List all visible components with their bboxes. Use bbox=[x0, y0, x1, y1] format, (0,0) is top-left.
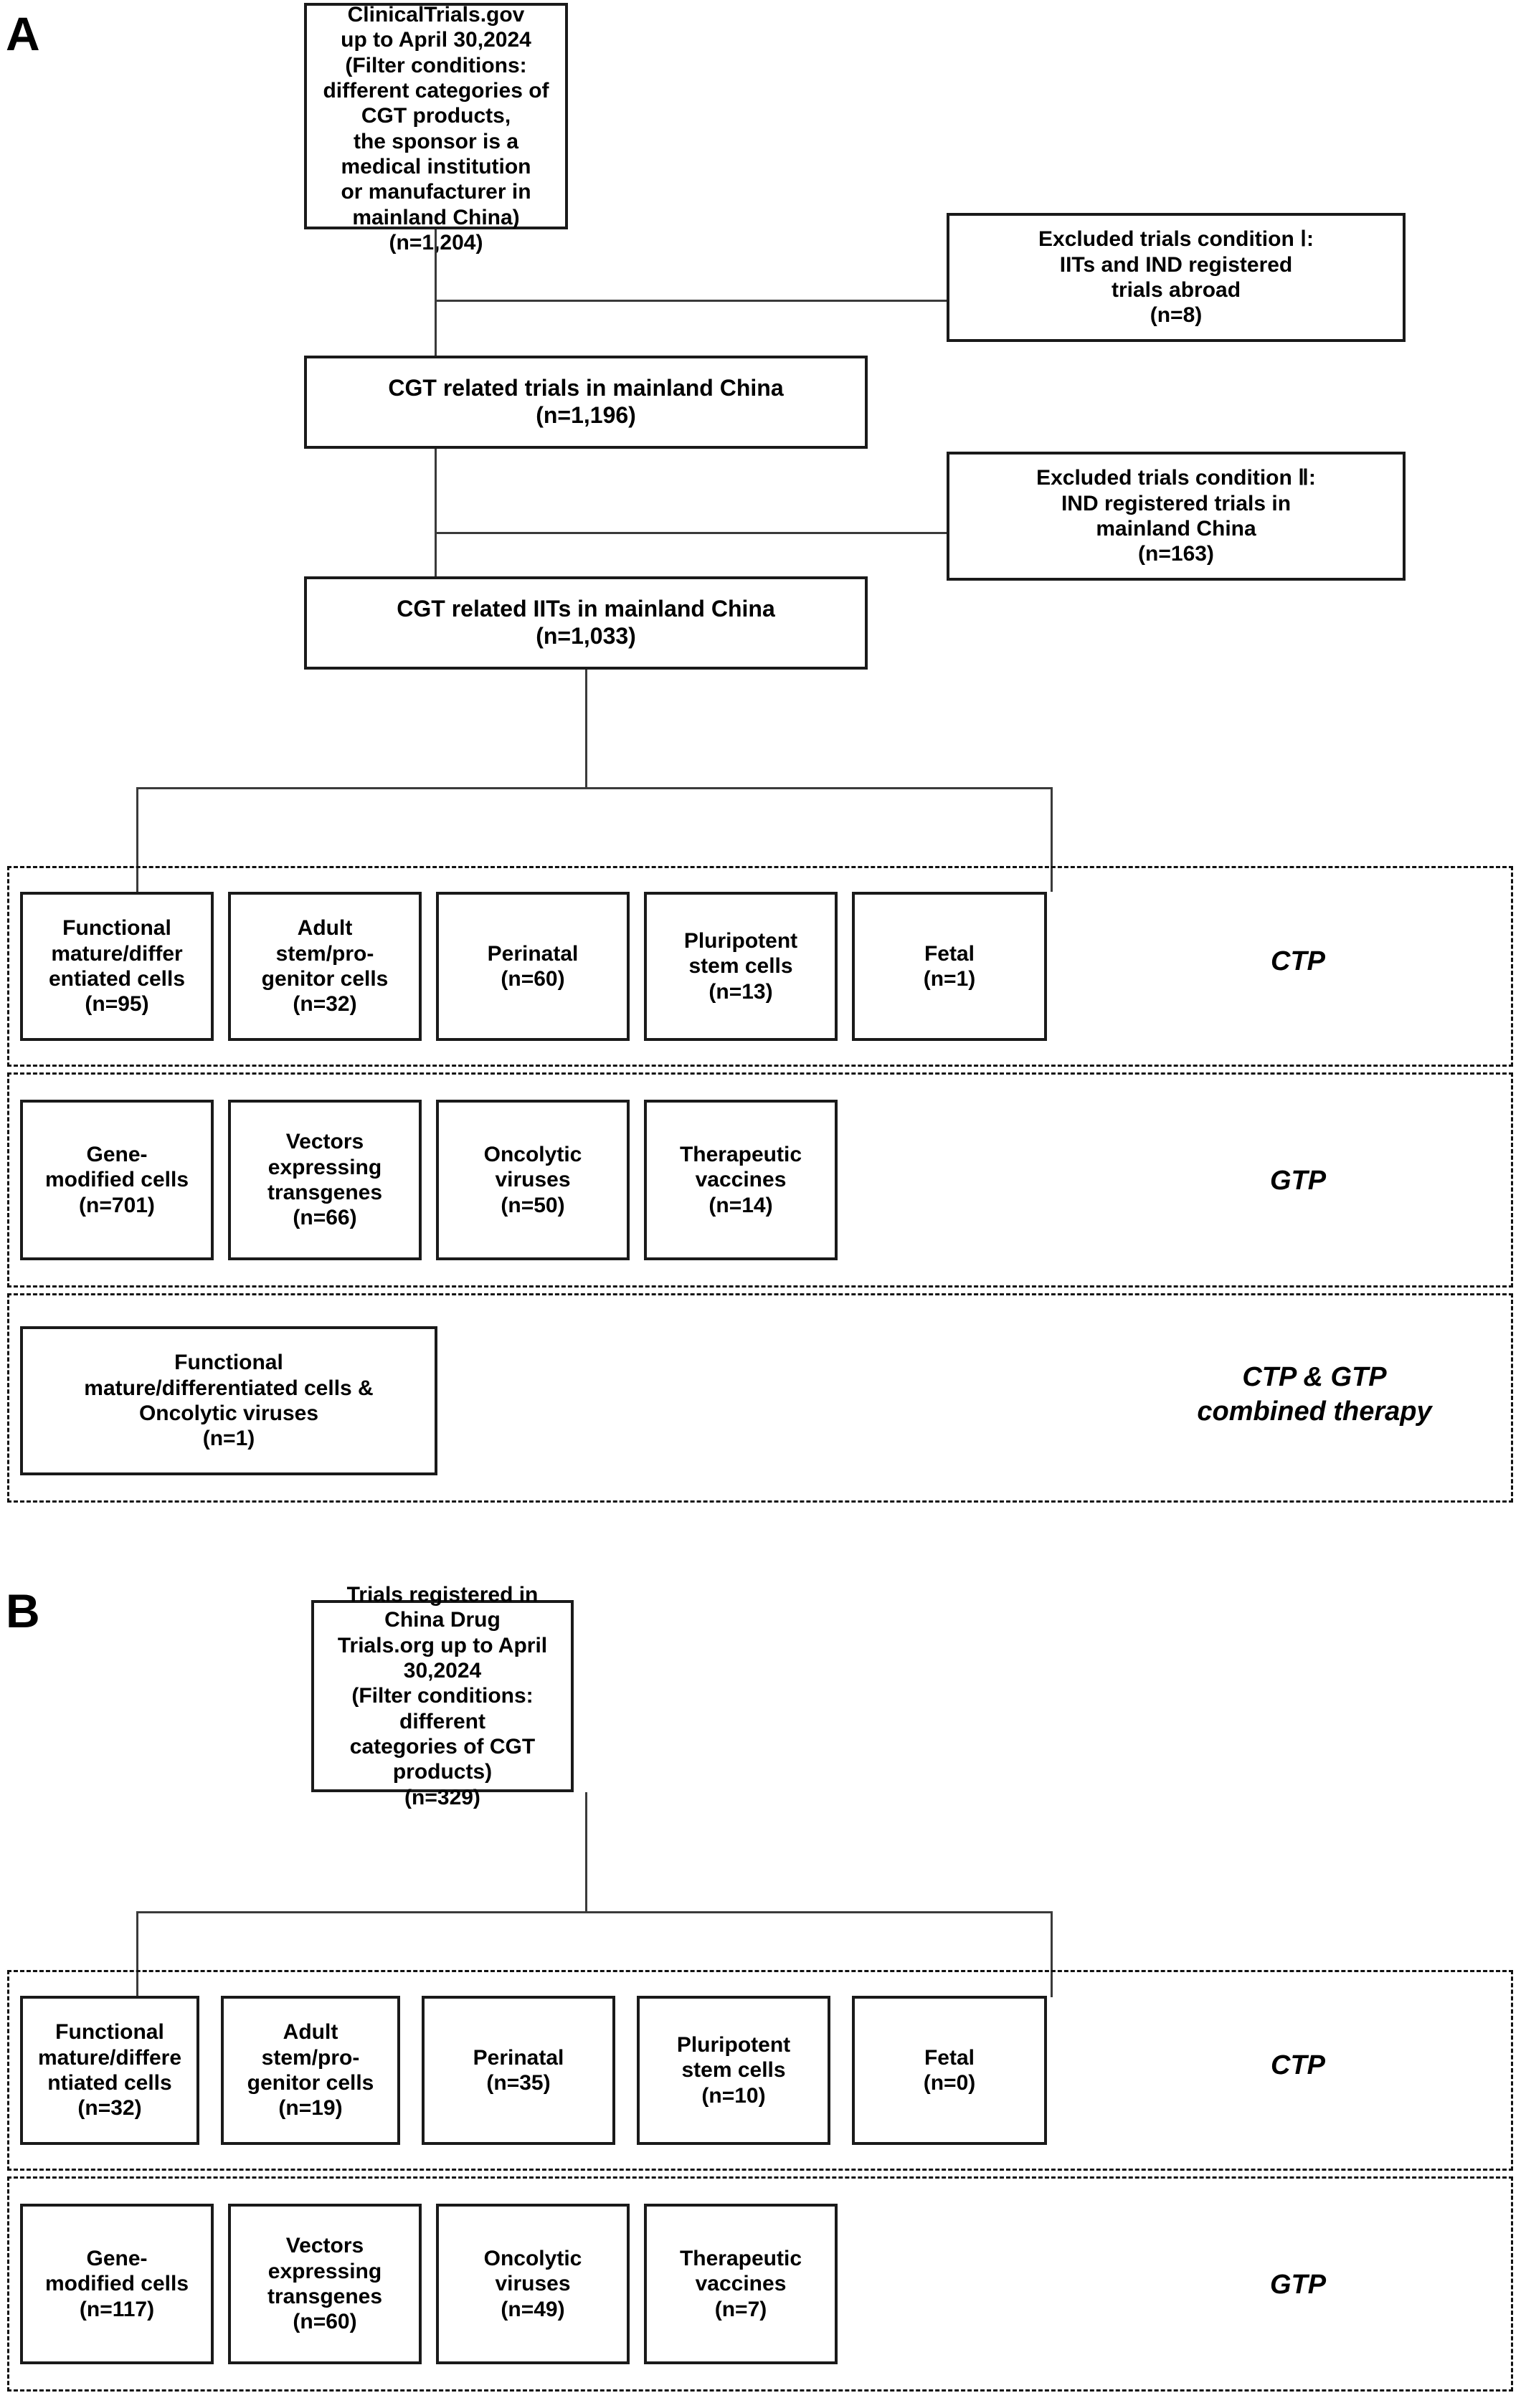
panel-a-ctp-item-3-label: Pluripotent stem cells (n=13) bbox=[683, 928, 798, 1004]
connector-a-step1-to-step2 bbox=[435, 449, 437, 576]
panel-a-gtp-item-1: Vectors expressing transgenes (n=66) bbox=[228, 1100, 422, 1260]
connector-a-split-right-drop bbox=[1051, 787, 1053, 892]
connector-a-split-bar bbox=[136, 787, 1053, 789]
panel-b-ctp-item-4: Fetal (n=0) bbox=[852, 1996, 1047, 2145]
panel-label-b: B bbox=[6, 1584, 40, 1637]
panel-b-gtp-item-2: Oncolytic viruses (n=49) bbox=[436, 2204, 630, 2364]
panel-a-ctp-item-1-label: Adult stem/pro- genitor cells (n=32) bbox=[261, 916, 389, 1017]
panel-b-gtp-item-1: Vectors expressing transgenes (n=60) bbox=[228, 2204, 422, 2364]
panel-label-a: A bbox=[6, 7, 40, 60]
panel-b-gtp-item-0-label: Gene- modified cells (n=117) bbox=[44, 2246, 189, 2321]
panel-b-ctp-item-4-label: Fetal (n=0) bbox=[923, 2045, 976, 2095]
panel-a-ctp-item-2: Perinatal (n=60) bbox=[436, 892, 630, 1041]
panel-b-ctp-item-2-label: Perinatal (n=35) bbox=[473, 2045, 564, 2095]
connector-a-source-to-step1 bbox=[435, 229, 437, 356]
panel-a-step-text-2: CGT related IITs in mainland China (n=1,… bbox=[397, 596, 775, 649]
panel-a-group-label-ctp: CTP bbox=[1271, 946, 1325, 976]
panel-b-gtp-item-1-label: Vectors expressing transgenes (n=60) bbox=[267, 2234, 383, 2334]
panel-a-step-box-2: CGT related IITs in mainland China (n=1,… bbox=[304, 576, 868, 670]
panel-a-gtp-item-3-label: Therapeutic vaccines (n=14) bbox=[679, 1142, 802, 1217]
panel-a-ctp-item-3: Pluripotent stem cells (n=13) bbox=[644, 892, 838, 1041]
panel-a-group-label-gtp: GTP bbox=[1269, 1166, 1327, 1196]
panel-a-gtp-item-3: Therapeutic vaccines (n=14) bbox=[644, 1100, 838, 1260]
panel-a-ctp-item-0: Functional mature/differ entiated cells … bbox=[20, 892, 214, 1041]
panel-a-gtp-item-2-label: Oncolytic viruses (n=50) bbox=[483, 1142, 582, 1217]
panel-a-exclusion-box-2: Excluded trials condition Ⅱ: IND registe… bbox=[947, 452, 1406, 581]
panel-b-gtp-item-2-label: Oncolytic viruses (n=49) bbox=[483, 2246, 582, 2321]
panel-a-gtp-item-0-label: Gene- modified cells (n=701) bbox=[44, 1142, 189, 1217]
panel-a-group-ctp bbox=[7, 866, 1513, 1067]
connector-a-exclusion-1-branch bbox=[435, 300, 947, 302]
panel-b-gtp-item-3: Therapeutic vaccines (n=7) bbox=[644, 2204, 838, 2364]
panel-a-ctp-item-4-label: Fetal (n=1) bbox=[923, 941, 976, 991]
panel-b-ctp-item-2: Perinatal (n=35) bbox=[422, 1996, 615, 2145]
panel-a-exclusion-text-1: Excluded trials condition Ⅰ: IITs and IN… bbox=[1038, 227, 1314, 328]
connector-a-split-left-drop bbox=[136, 787, 138, 892]
panel-b-gtp-item-0: Gene- modified cells (n=117) bbox=[20, 2204, 214, 2364]
panel-a-source-text: Trials registered in ClinicalTrials.gov … bbox=[323, 0, 549, 254]
panel-b-ctp-item-0: Functional mature/differe ntiated cells … bbox=[20, 1996, 199, 2145]
panel-b-group-ctp bbox=[7, 1970, 1513, 2171]
panel-b-group-label-gtp: GTP bbox=[1269, 2270, 1327, 2300]
panel-a-ctp-item-2-label: Perinatal (n=60) bbox=[487, 941, 579, 991]
panel-a-group-label-combined: CTP & GTP combined therapy bbox=[1197, 1362, 1432, 1427]
connector-a-exclusion-2-branch bbox=[435, 532, 947, 534]
panel-a-ctp-item-1: Adult stem/pro- genitor cells (n=32) bbox=[228, 892, 422, 1041]
panel-b-source-text: Trials registered in China Drug Trials.o… bbox=[337, 1582, 548, 1809]
panel-a-group-gtp bbox=[7, 1072, 1513, 1288]
panel-b-gtp-item-3-label: Therapeutic vaccines (n=7) bbox=[679, 2246, 802, 2321]
connector-b-split-right-drop bbox=[1051, 1911, 1053, 1997]
panel-b-ctp-item-3: Pluripotent stem cells (n=10) bbox=[637, 1996, 830, 2145]
panel-b-ctp-item-1-label: Adult stem/pro- genitor cells (n=19) bbox=[247, 2020, 374, 2121]
panel-a-step-text-1: CGT related trials in mainland China (n=… bbox=[388, 375, 784, 428]
panel-a-step-box-1: CGT related trials in mainland China (n=… bbox=[304, 356, 868, 449]
panel-b-group-gtp bbox=[7, 2176, 1513, 2392]
panel-a-gtp-item-2: Oncolytic viruses (n=50) bbox=[436, 1100, 630, 1260]
connector-b-split-left-drop bbox=[136, 1911, 138, 1997]
panel-a-group-combined bbox=[7, 1293, 1513, 1503]
panel-a-gtp-item-1-label: Vectors expressing transgenes (n=66) bbox=[267, 1130, 383, 1230]
connector-b-split-bar bbox=[136, 1911, 1053, 1913]
panel-a-combined-item-0-label: Functional mature/differentiated cells &… bbox=[84, 1351, 374, 1451]
panel-a-source-box: Trials registered in ClinicalTrials.gov … bbox=[304, 0, 568, 254]
panel-b-ctp-item-1: Adult stem/pro- genitor cells (n=19) bbox=[221, 1996, 400, 2145]
connector-b-split-stem bbox=[585, 1792, 587, 1911]
panel-a-ctp-item-0-label: Functional mature/differ entiated cells … bbox=[48, 916, 186, 1017]
panel-b-group-label-ctp: CTP bbox=[1271, 2050, 1325, 2080]
panel-a-ctp-item-4: Fetal (n=1) bbox=[852, 892, 1047, 1041]
panel-a-exclusion-text-2: Excluded trials condition Ⅱ: IND registe… bbox=[1036, 466, 1316, 566]
panel-a-combined-item-0: Functional mature/differentiated cells &… bbox=[20, 1326, 437, 1475]
connector-a-split-stem bbox=[585, 670, 587, 787]
panel-b-source-box: Trials registered in China Drug Trials.o… bbox=[311, 1583, 574, 1809]
panel-b-ctp-item-0-label: Functional mature/differe ntiated cells … bbox=[37, 2020, 182, 2121]
panel-a-exclusion-box-1: Excluded trials condition Ⅰ: IITs and IN… bbox=[947, 213, 1406, 342]
panel-b-ctp-item-3-label: Pluripotent stem cells (n=10) bbox=[676, 2032, 791, 2108]
panel-a-gtp-item-0: Gene- modified cells (n=701) bbox=[20, 1100, 214, 1260]
